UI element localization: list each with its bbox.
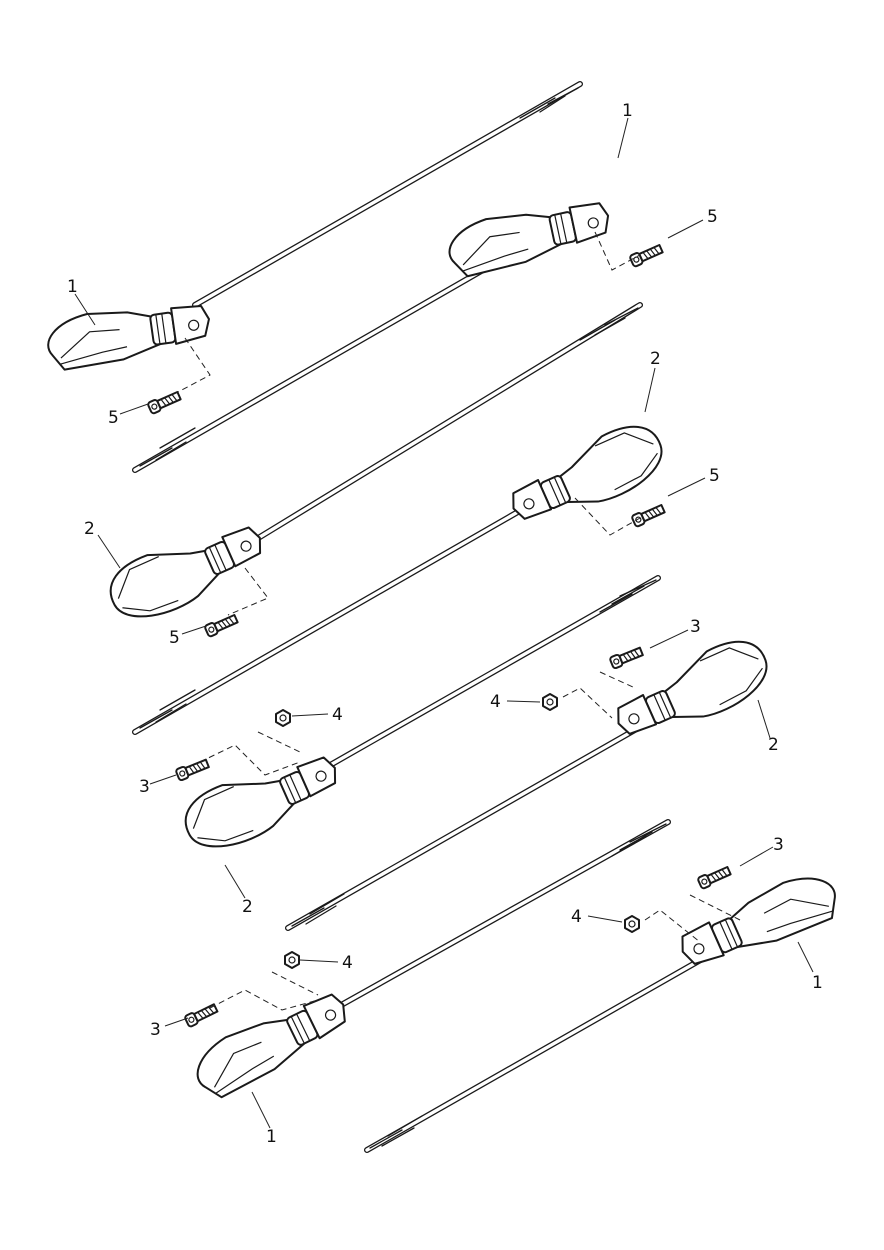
bolt-5-d (630, 502, 667, 529)
callout-5: 5 (169, 628, 180, 648)
assembly-line (594, 231, 641, 271)
callout-5: 5 (709, 466, 720, 486)
callout-3: 3 (773, 835, 784, 855)
bolt-5-b (628, 242, 665, 269)
cable-3a (315, 575, 661, 775)
callout-2: 2 (768, 735, 779, 755)
leader-lines (74, 117, 814, 1129)
callout-3: 3 (150, 1020, 161, 1040)
assembly-line (644, 894, 741, 943)
cable-2b (132, 502, 533, 735)
indicator-lamp-1-lower-left (186, 983, 358, 1104)
callout-1: 1 (622, 101, 633, 121)
callout-5: 5 (108, 408, 119, 428)
assembly-line (574, 497, 641, 536)
callout-2: 2 (84, 519, 95, 539)
assembly-line (177, 337, 211, 393)
callout-4: 4 (490, 692, 501, 712)
callout-3: 3 (690, 617, 701, 637)
cable-3b (285, 724, 643, 931)
cable-2a (252, 302, 643, 543)
assembly-line (199, 731, 301, 776)
cable-4b (364, 947, 721, 1153)
callout-4: 4 (342, 953, 353, 973)
callout-1: 1 (812, 973, 823, 993)
indicator-lamp-1-upper-right (443, 193, 616, 280)
callout-2: 2 (650, 349, 661, 369)
callout-4: 4 (332, 705, 343, 725)
callout-5: 5 (707, 207, 718, 227)
bolt-3-d (696, 864, 733, 891)
nut-4-b (542, 693, 558, 711)
assembly-line (227, 567, 269, 616)
bolt-5-a (146, 389, 183, 416)
cable-4a (315, 819, 671, 1021)
callout-4: 4 (571, 907, 582, 927)
bolt-3-a (174, 756, 211, 782)
cable-1b (132, 240, 533, 473)
callout-1: 1 (266, 1127, 277, 1147)
bolt-5-c (203, 612, 240, 639)
nut-4-c (284, 951, 300, 969)
bolt-3-b (608, 644, 645, 670)
callout-1: 1 (67, 277, 78, 297)
nut-4-d (624, 915, 640, 933)
nut-4-a (275, 709, 291, 727)
assembly-line (562, 671, 636, 719)
assembly-line (209, 971, 319, 1011)
indicator-lamp-2-lower-right (605, 629, 779, 753)
indicator-lamp-1-upper-left (43, 296, 215, 373)
cable-1a (192, 81, 583, 308)
callout-3: 3 (139, 777, 150, 797)
indicator-lamp-2-lower-left (175, 739, 349, 863)
callout-2: 2 (242, 897, 253, 917)
